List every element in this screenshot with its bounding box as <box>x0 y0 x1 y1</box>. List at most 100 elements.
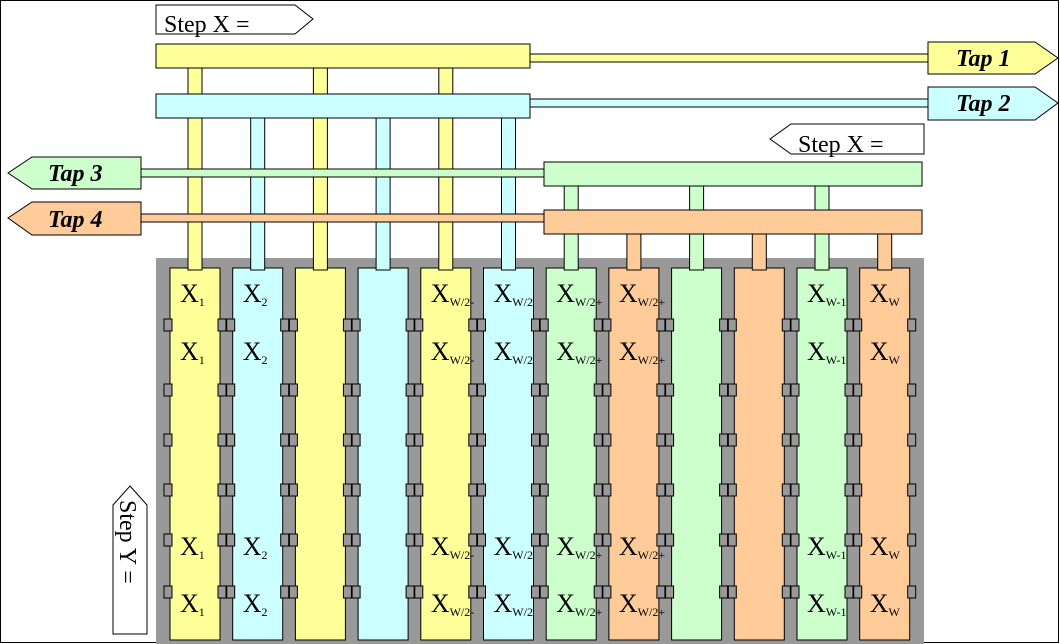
cell-label: XW/2+ <box>619 589 665 619</box>
column-connector <box>342 585 352 599</box>
column-connector <box>719 585 729 599</box>
column-connector <box>844 383 854 397</box>
column-connector <box>907 433 917 447</box>
column-connector <box>853 318 863 332</box>
column-connector <box>531 483 540 497</box>
column-body <box>483 267 534 641</box>
cell-label: XW <box>870 589 901 619</box>
column-connector <box>593 383 603 397</box>
tap-1-bus <box>155 43 929 69</box>
column-connector <box>226 483 236 497</box>
column-body <box>545 267 597 641</box>
column-connector <box>477 585 486 599</box>
column-connector <box>656 533 666 547</box>
column-body <box>420 267 472 641</box>
bus-bar <box>155 43 531 69</box>
column-8: XW/2+XW/2+XW/2+XW/2+ <box>602 267 666 641</box>
column-connector <box>468 383 478 397</box>
cell-label: XW/2+ <box>556 337 602 367</box>
column-connector <box>719 433 729 447</box>
column-body <box>859 267 911 641</box>
column-connector <box>727 483 737 497</box>
column-connector <box>414 585 424 599</box>
column-connector <box>288 533 298 547</box>
column-connector <box>351 533 361 547</box>
column-connector <box>531 433 540 447</box>
cell-label: XW/2- <box>431 589 474 619</box>
column-connector <box>414 318 424 332</box>
column-connector <box>468 483 478 497</box>
column-connector <box>405 585 415 599</box>
cell-label: XW-1 <box>807 337 846 367</box>
column-6: XW/2XW/2XW/2XW/2 <box>477 267 540 641</box>
column-connector <box>163 318 173 332</box>
column-connector <box>781 483 791 497</box>
column-connector <box>790 585 800 599</box>
bus-stub <box>250 115 266 271</box>
column-connector <box>226 318 236 332</box>
column-3 <box>288 267 352 641</box>
cell-label: XW/2+ <box>619 279 665 309</box>
step-label-right-text: Step X = <box>798 132 884 158</box>
column-connector <box>602 585 612 599</box>
cell-label: X2 <box>243 279 268 309</box>
column-connector <box>656 318 666 332</box>
cell-label: X2 <box>243 589 268 619</box>
bus-bar <box>543 209 923 235</box>
column-connector <box>719 383 729 397</box>
column-connector <box>468 533 478 547</box>
column-body <box>671 267 723 641</box>
column-connector <box>539 383 549 397</box>
column-connector <box>217 585 227 599</box>
bus-layer <box>140 43 929 235</box>
column-connector <box>593 533 603 547</box>
step-label-top: Step X = <box>155 4 314 38</box>
column-connector <box>790 533 800 547</box>
column-connector <box>405 483 415 497</box>
tap-4-arrow: Tap 4 <box>7 201 142 236</box>
column-connector <box>719 483 729 497</box>
tap-2-bus <box>155 93 929 119</box>
column-connector <box>656 483 666 497</box>
column-connector <box>226 433 236 447</box>
column-connector <box>844 533 854 547</box>
column-connector <box>288 318 298 332</box>
column-connector <box>593 483 603 497</box>
cell-label: X1 <box>180 337 205 367</box>
column-connector <box>217 483 227 497</box>
column-connector <box>405 318 415 332</box>
column-7: XW/2+XW/2+XW/2+XW/2+ <box>539 267 603 641</box>
column-connector <box>468 318 478 332</box>
column-connector <box>602 533 612 547</box>
column-connector <box>907 318 917 332</box>
column-connector <box>539 433 549 447</box>
column-connector <box>477 483 486 497</box>
column-connector <box>593 433 603 447</box>
cell-label: XW-1 <box>807 279 846 309</box>
column-connector <box>781 318 791 332</box>
column-connector <box>226 533 236 547</box>
column-body <box>169 267 221 641</box>
column-body <box>294 267 346 641</box>
column-connector <box>727 585 737 599</box>
cell-label: XW/2- <box>431 337 474 367</box>
bus-bar <box>543 161 923 187</box>
column-connector <box>288 585 298 599</box>
column-connector <box>351 383 361 397</box>
column-connector <box>781 433 791 447</box>
tap-3-label: Tap 3 <box>48 161 102 187</box>
cell-label: XW <box>870 337 901 367</box>
column-9 <box>665 267 729 641</box>
column-connector <box>665 533 675 547</box>
column-connector <box>781 533 791 547</box>
bus-stub <box>877 231 893 271</box>
bus-stub <box>501 115 516 271</box>
bus-output-line <box>140 168 545 178</box>
column-connector <box>351 433 361 447</box>
column-connector <box>531 585 540 599</box>
column-connector <box>226 383 236 397</box>
